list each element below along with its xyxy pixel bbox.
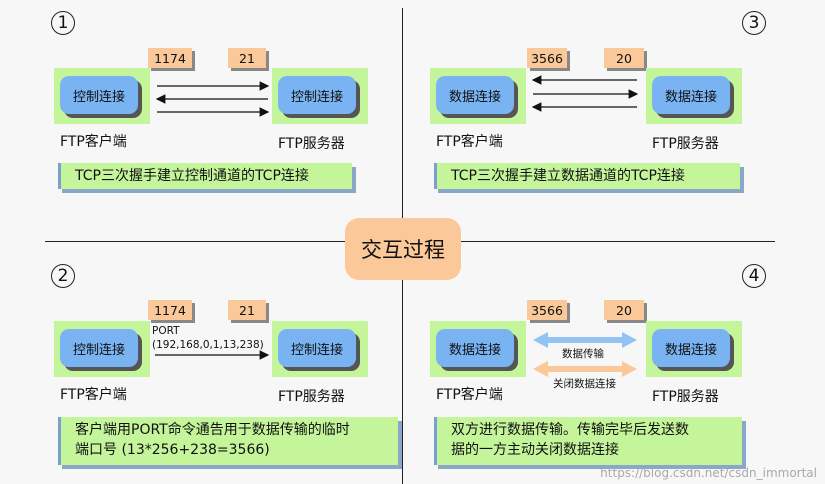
p3-server-node-label: 数据连接 [652,76,730,114]
p4-server-port: 20 [604,300,644,320]
p1-note: TCP三次握手建立控制通道的TCP连接 [58,163,352,189]
p4-close-label: 关闭数据连接 [553,378,616,390]
panel-number-1: 1 [51,11,75,35]
p3-client-port: 3566 [527,48,567,68]
p1-client-port: 1174 [148,48,192,68]
p3-client-node-label: 数据连接 [436,76,514,114]
p3-client-label: FTP客户端 [436,134,503,150]
p4-server-node: 数据连接 [646,321,742,377]
p4-data-transfer-arrow [533,332,637,348]
p1-server-label: FTP服务器 [278,136,345,152]
p3-client-node: 数据连接 [430,68,526,124]
center-title: 交互过程 [345,218,461,280]
p2-server-label: FTP服务器 [278,389,345,405]
p4-client-port: 3566 [527,300,567,320]
p4-server-node-label: 数据连接 [652,329,730,367]
p3-server-node: 数据连接 [646,68,742,124]
panel-number-2: 2 [51,264,75,288]
p1-server-node: 控制连接 [272,68,368,124]
p3-note: TCP三次握手建立数据通道的TCP连接 [434,163,740,189]
p2-client-label: FTP客户端 [60,387,127,403]
p4-client-node: 数据连接 [430,321,526,377]
p3-server-label: FTP服务器 [652,136,719,152]
p4-client-label: FTP客户端 [436,387,503,403]
watermark: https://blog.csdn.net/csdn_immortal [600,466,817,480]
p2-note-line2: 端口号 (13*256+238=3566) [75,442,270,458]
p3-server-port: 20 [604,48,644,68]
p4-server-label: FTP服务器 [652,389,719,405]
p1-server-node-label: 控制连接 [278,76,356,114]
p2-note: 客户端用PORT命令通告用于数据传输的临时 端口号 (13*256+238=35… [58,417,398,465]
p2-server-port: 21 [228,300,266,320]
p2-client-node-label: 控制连接 [60,329,138,367]
panel-number-3: 3 [742,11,766,35]
p4-note-line2: 据的一方主动关闭数据连接 [451,442,619,458]
p4-note-line1: 双方进行数据传输。传输完毕后发送数 [451,422,689,438]
horizontal-divider-left [45,241,345,242]
p1-client-node-label: 控制连接 [60,76,138,114]
p4-data-transfer-label: 数据传输 [562,348,604,360]
p2-client-port: 1174 [148,300,192,320]
p4-note: 双方进行数据传输。传输完毕后发送数 据的一方主动关闭数据连接 [434,417,742,465]
p2-cmd-args: (192,168,0,1,13,238) [152,339,264,351]
p4-close-arrow [533,361,637,377]
panel-number-4: 4 [742,264,766,288]
p1-client-label: FTP客户端 [60,134,127,150]
horizontal-divider-right [461,241,775,242]
p2-server-node: 控制连接 [272,321,368,377]
p1-client-node: 控制连接 [54,68,150,124]
p2-note-line1: 客户端用PORT命令通告用于数据传输的临时 [75,422,350,438]
p1-server-port: 21 [228,48,266,68]
p4-client-node-label: 数据连接 [436,329,514,367]
p2-cmd-port: PORT [152,325,180,337]
p2-server-node-label: 控制连接 [278,329,356,367]
p2-client-node: 控制连接 [54,321,150,377]
